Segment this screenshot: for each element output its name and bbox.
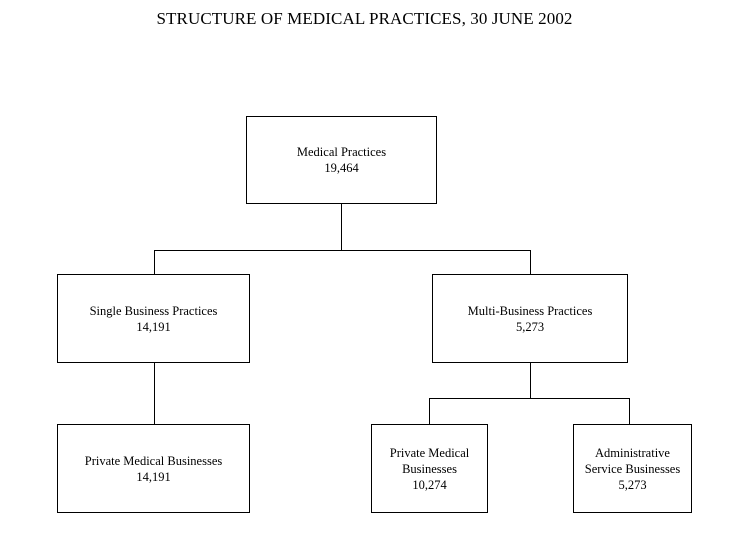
node-medical-practices-value: 19,464 [324, 161, 359, 175]
node-single-business-practices-label: Single Business Practices [89, 303, 218, 318]
node-single-business-practices: Single Business Practices 14,191 [57, 274, 250, 363]
node-medical-practices-label: Medical Practices [296, 145, 387, 159]
node-private-medical-businesses-multi-value: 10,274 [412, 477, 447, 492]
node-medical-practices: Medical Practices 19,464 [246, 116, 437, 204]
node-private-medical-businesses-multi-label: Private Medical Businesses [389, 445, 470, 476]
connector-root-vertical [341, 204, 342, 251]
node-administrative-service-businesses-label: Administrative Service Businesses [584, 445, 681, 476]
node-single-business-practices-value: 14,191 [136, 319, 171, 334]
node-administrative-service-businesses: Administrative Service Businesses 5,273 [573, 424, 692, 513]
connector-multi-business-vertical [530, 250, 531, 274]
connector-level2-horizontal [154, 250, 531, 251]
chart-title: STRUCTURE OF MEDICAL PRACTICES, 30 JUNE … [156, 9, 573, 28]
connector-level3-horizontal [429, 398, 630, 399]
node-private-medical-businesses-single-label: Private Medical Businesses [84, 453, 223, 468]
connector-multi-private-medical-vertical [429, 398, 430, 424]
node-private-medical-businesses-multi: Private Medical Businesses 10,274 [371, 424, 488, 513]
node-administrative-service-businesses-value: 5,273 [618, 477, 647, 492]
node-multi-business-practices-label: Multi-Business Practices [467, 303, 593, 318]
connector-multi-to-children-vertical [530, 363, 531, 399]
connector-administrative-service-vertical [629, 398, 630, 424]
node-multi-business-practices-value: 5,273 [515, 319, 545, 334]
connector-single-business-vertical [154, 250, 155, 274]
node-private-medical-businesses-single: Private Medical Businesses 14,191 [57, 424, 250, 513]
node-private-medical-businesses-single-value: 14,191 [136, 469, 171, 484]
connector-single-to-child-vertical [154, 363, 155, 424]
node-multi-business-practices: Multi-Business Practices 5,273 [432, 274, 628, 363]
